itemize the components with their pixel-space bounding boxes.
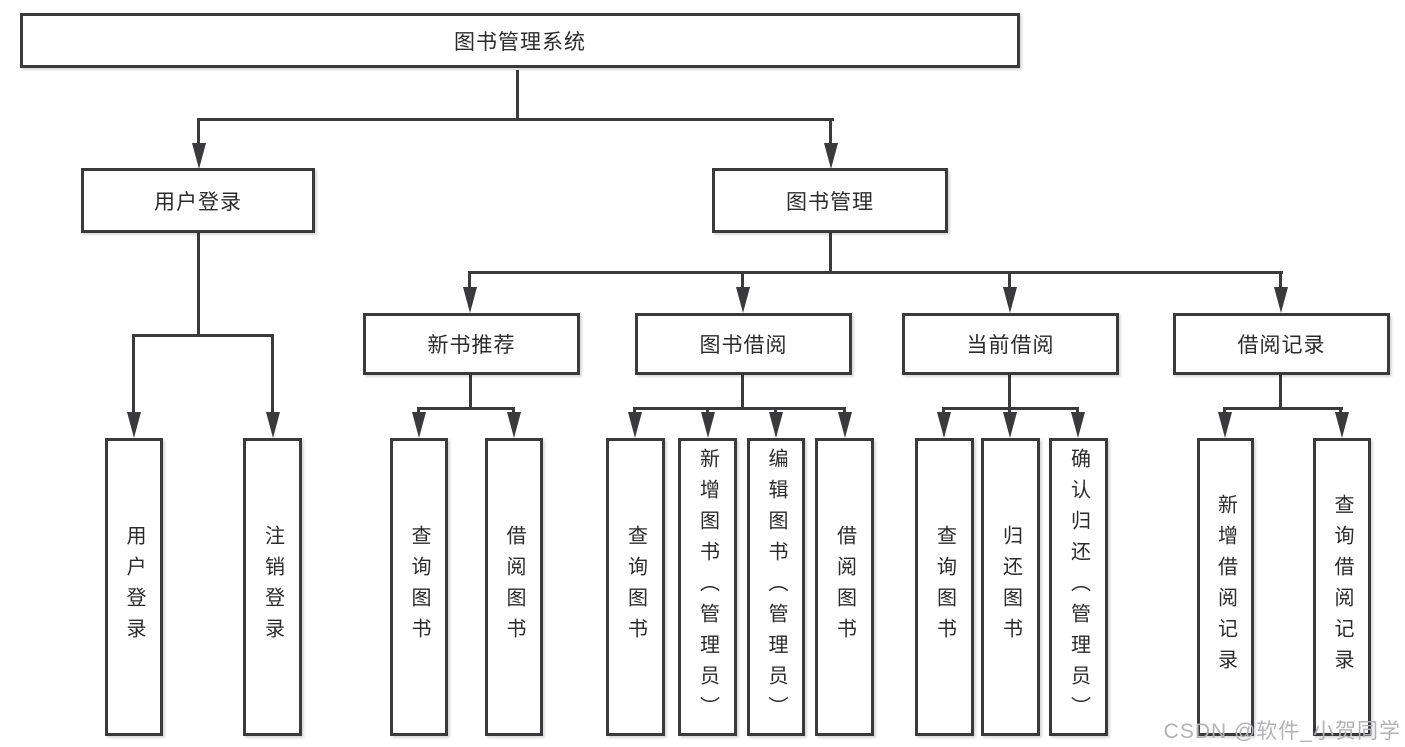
connector-line xyxy=(1223,407,1226,415)
connector-line xyxy=(633,407,846,410)
connector-line xyxy=(774,407,777,415)
node-current-borrowing: 当前借阅 xyxy=(902,313,1119,375)
leaf-edit-books-admin: 编辑图书（管理员） xyxy=(747,438,805,736)
node-label: 新书推荐 xyxy=(427,334,516,357)
node-new-book-recommendation: 新书推荐 xyxy=(363,313,580,375)
connector-line xyxy=(1223,407,1343,410)
leaf-return-books: 归还图书 xyxy=(981,438,1040,736)
node-label: 查询图书 xyxy=(933,525,956,649)
node-book-management-branch: 图书管理 xyxy=(712,168,948,233)
arrowhead-down-icon xyxy=(824,143,838,169)
arrowhead-down-icon xyxy=(1274,287,1288,313)
connector-line xyxy=(829,118,832,146)
arrowhead-down-icon xyxy=(463,287,477,313)
connector-line xyxy=(1279,375,1282,409)
node-label: 编辑图书（管理员） xyxy=(765,447,787,727)
node-borrowing-records: 借阅记录 xyxy=(1173,313,1390,375)
arrowhead-down-icon xyxy=(838,412,852,438)
connector-line xyxy=(741,375,744,409)
node-label: 借阅记录 xyxy=(1237,334,1326,357)
node-label: 查询图书 xyxy=(408,525,430,649)
arrowhead-down-icon xyxy=(937,412,951,438)
node-book-borrowing: 图书借阅 xyxy=(635,313,852,375)
connector-line xyxy=(741,271,744,289)
leaf-borrow-books-1: 借阅图书 xyxy=(485,438,543,736)
node-label: 查询借阅记录 xyxy=(1331,494,1353,680)
connector-line xyxy=(469,375,472,409)
arrowhead-down-icon xyxy=(1218,412,1232,438)
connector-line xyxy=(468,271,1283,274)
leaf-query-borrow-record: 查询借阅记录 xyxy=(1313,438,1371,736)
leaf-borrow-books-2: 借阅图书 xyxy=(815,438,874,736)
connector-line xyxy=(1008,407,1011,415)
node-label: 图书管理系统 xyxy=(454,30,586,54)
connector-line xyxy=(1279,271,1282,289)
node-label: 确认归还（管理员） xyxy=(1067,447,1090,727)
leaf-add-books-admin: 新增图书（管理员） xyxy=(678,438,737,736)
node-label: 借阅图书 xyxy=(833,525,856,649)
connector-line xyxy=(132,334,274,337)
node-label: 查询图书 xyxy=(624,525,647,649)
leaf-query-books-1: 查询图书 xyxy=(390,438,448,736)
connector-line xyxy=(843,407,846,415)
connector-line xyxy=(1008,271,1011,289)
connector-line xyxy=(197,233,200,336)
connector-line xyxy=(197,118,200,146)
node-label: 归还图书 xyxy=(999,525,1022,649)
arrowhead-down-icon xyxy=(1003,287,1017,313)
node-label: 用户登录 xyxy=(154,190,242,214)
connector-line xyxy=(633,407,636,415)
connector-line xyxy=(512,407,515,415)
connector-line xyxy=(132,334,135,414)
arrowhead-down-icon xyxy=(1335,412,1349,438)
arrowhead-down-icon xyxy=(1003,412,1017,438)
arrowhead-down-icon xyxy=(628,412,642,438)
leaf-query-books-3: 查询图书 xyxy=(915,438,974,736)
arrowhead-down-icon xyxy=(412,412,426,438)
connector-line xyxy=(1339,407,1342,415)
connector-line xyxy=(271,334,274,414)
node-label: 图书借阅 xyxy=(699,334,788,357)
leaf-user-login: 用户登录 xyxy=(105,438,163,736)
leaf-query-books-2: 查询图书 xyxy=(606,438,665,736)
arrowhead-down-icon xyxy=(127,412,141,438)
connector-line xyxy=(417,407,420,415)
arrowhead-down-icon xyxy=(1071,412,1085,438)
node-label: 新增图书（管理员） xyxy=(696,447,719,727)
connector-line xyxy=(417,407,515,410)
connector-line xyxy=(197,118,834,121)
arrowhead-down-icon xyxy=(701,412,715,438)
arrowhead-down-icon xyxy=(266,412,280,438)
node-label: 借阅图书 xyxy=(503,525,525,649)
connector-line xyxy=(468,271,471,289)
watermark-text: CSDN @软件_小贺同学 xyxy=(1163,720,1401,743)
node-library-management-system: 图书管理系统 xyxy=(20,13,1020,68)
connector-line xyxy=(706,407,709,415)
arrowhead-down-icon xyxy=(507,412,521,438)
connector-line xyxy=(829,233,832,274)
node-label: 当前借阅 xyxy=(966,334,1055,357)
arrowhead-down-icon xyxy=(192,143,206,169)
arrowhead-down-icon xyxy=(769,412,783,438)
connector-line xyxy=(516,70,519,120)
leaf-add-borrow-record: 新增借阅记录 xyxy=(1197,438,1254,736)
node-label: 新增借阅记录 xyxy=(1214,494,1237,680)
node-label: 用户登录 xyxy=(123,525,145,649)
node-user-login-branch: 用户登录 xyxy=(81,168,315,233)
node-label: 图书管理 xyxy=(786,190,874,214)
leaf-logout: 注销登录 xyxy=(243,438,302,736)
connector-line xyxy=(1008,375,1011,409)
connector-line xyxy=(942,407,945,415)
arrowhead-down-icon xyxy=(736,287,750,313)
leaf-confirm-return-admin: 确认归还（管理员） xyxy=(1049,438,1108,736)
node-label: 注销登录 xyxy=(261,525,284,649)
connector-line xyxy=(1076,407,1079,415)
